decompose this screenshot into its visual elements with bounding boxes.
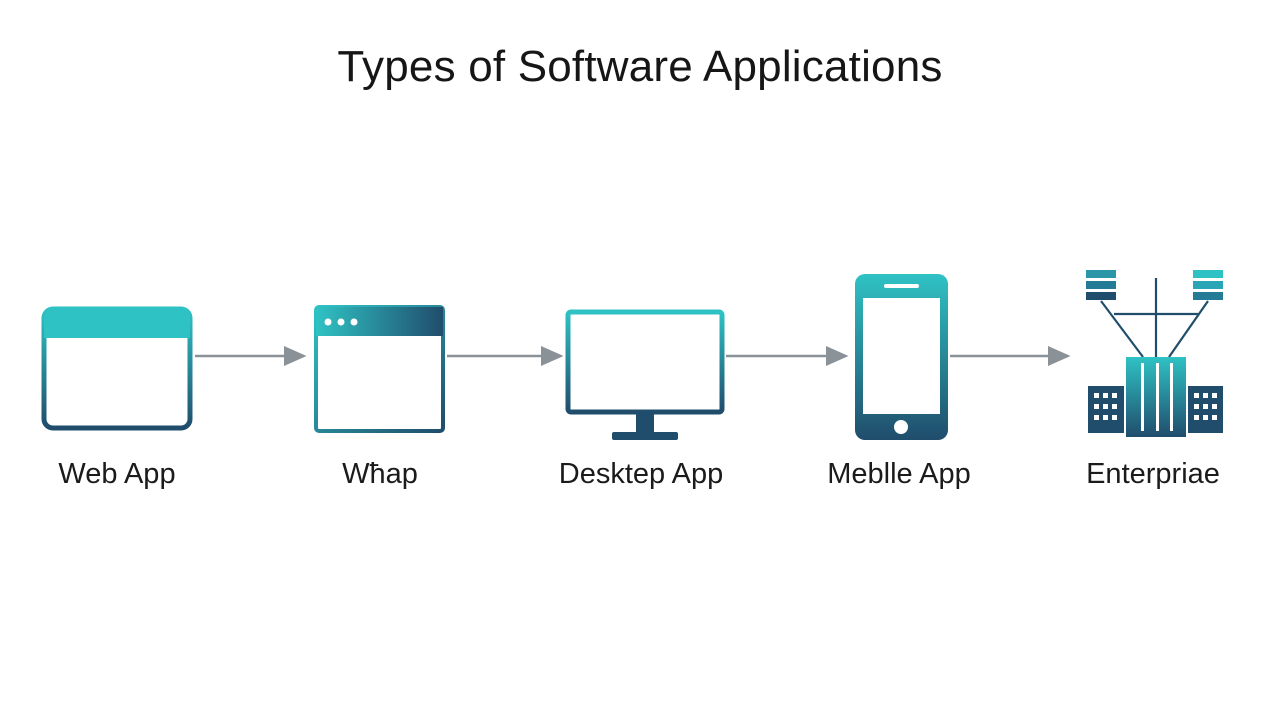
desktop-monitor-icon <box>565 309 725 440</box>
mobile-phone-icon <box>855 274 948 440</box>
step-label-web-app: Web App <box>58 458 176 490</box>
browser-window-icon <box>41 306 193 431</box>
step-label-app: Wħap <box>342 458 418 490</box>
server-stack-icon <box>1193 270 1223 300</box>
step-label-mobile-app: Meblle App <box>827 458 971 490</box>
page-title: Types of Software Applications <box>337 42 943 91</box>
step-label-desktop-app: Desktep App <box>558 458 724 490</box>
step-label-enterprise: Enterpriae <box>1086 458 1220 490</box>
building-icon <box>1088 357 1223 437</box>
app-window-icon <box>314 305 445 433</box>
server-stack-icon <box>1086 270 1116 300</box>
network-lines <box>1100 278 1209 358</box>
enterprise-network-icon <box>1086 270 1223 437</box>
